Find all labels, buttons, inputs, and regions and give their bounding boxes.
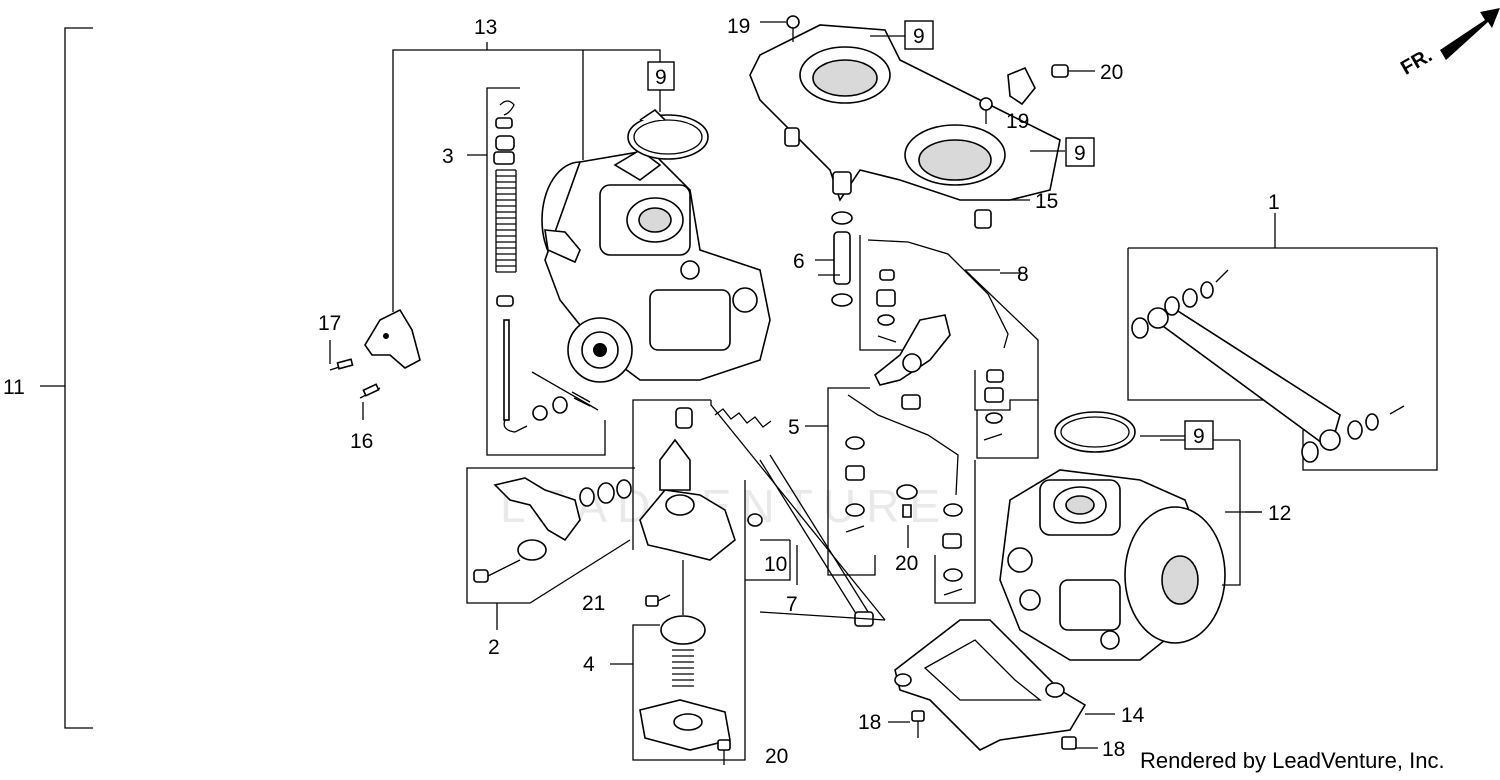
part-2-assembly — [466, 467, 635, 630]
callout-10: 10 — [764, 553, 787, 576]
callout-20-top: 20 — [1100, 61, 1123, 84]
callout-3: 3 — [442, 145, 454, 168]
callout-8: 8 — [1017, 263, 1029, 286]
callout-13: 13 — [474, 16, 497, 39]
callout-18-right: 18 — [1102, 738, 1125, 761]
callout-2: 2 — [488, 636, 500, 659]
svg-text:9: 9 — [1074, 142, 1086, 165]
right-carburetor — [999, 411, 1262, 661]
top-plate — [749, 24, 1061, 229]
svg-text:9: 9 — [1193, 425, 1205, 448]
o-ring-gasket — [627, 114, 709, 160]
part-14-bracket — [894, 619, 1115, 751]
callout-5: 5 — [788, 416, 800, 439]
boxed-callout-9-left: 9 — [647, 61, 675, 112]
callout-14: 14 — [1121, 704, 1145, 727]
part-4-diaphragm-assembly — [610, 399, 763, 765]
callout-17: 17 — [318, 312, 341, 335]
svg-text:9: 9 — [655, 66, 667, 89]
bracket-13 — [392, 42, 661, 312]
screw-21 — [645, 594, 671, 607]
credit-text: Rendered by LeadVenture, Inc. — [1140, 748, 1445, 773]
part-8-link-assembly — [859, 235, 1039, 459]
front-direction-arrow-icon: FR. — [1397, 8, 1500, 80]
part-1-link-arm — [1127, 213, 1438, 471]
part-5-link-assembly — [805, 387, 976, 604]
screw-18-right — [1061, 736, 1098, 750]
boxed-callout-9-top: 9 — [904, 20, 934, 50]
direction-label: FR. — [1397, 44, 1436, 79]
svg-text:9: 9 — [913, 25, 925, 48]
callout-4: 4 — [583, 653, 595, 676]
throttle-bracket — [329, 308, 421, 420]
callout-19-right: 19 — [1006, 110, 1029, 133]
screw-20-bottom — [717, 739, 731, 765]
boxed-callout-9-lower: 9 — [1184, 420, 1214, 450]
callout-18-left: 18 — [858, 711, 881, 734]
screw-19-right — [979, 97, 993, 124]
callout-15: 15 — [1035, 190, 1058, 213]
callout-1: 1 — [1268, 191, 1280, 214]
callout-16: 16 — [350, 430, 373, 453]
left-carburetor — [541, 149, 771, 383]
boxed-callout-9-right: 9 — [1065, 137, 1095, 167]
bracket-11 — [40, 27, 93, 729]
small-bracket-top — [1007, 64, 1095, 106]
part-6-joint-pipe — [815, 211, 853, 307]
callout-19-top: 19 — [727, 15, 750, 38]
callout-21: 21 — [582, 592, 605, 615]
callout-20-center: 20 — [895, 552, 918, 575]
callout-11: 11 — [3, 376, 25, 399]
screw-19-top — [760, 15, 800, 42]
callout-6: 6 — [793, 250, 805, 273]
callout-12: 12 — [1268, 502, 1291, 525]
screw-18-left — [888, 710, 925, 738]
part-3-needle-assembly — [467, 87, 606, 456]
callout-20-bottom: 20 — [765, 745, 788, 768]
part-7-rod — [710, 400, 886, 627]
needle-spring — [495, 169, 517, 273]
callout-7: 7 — [786, 593, 798, 616]
